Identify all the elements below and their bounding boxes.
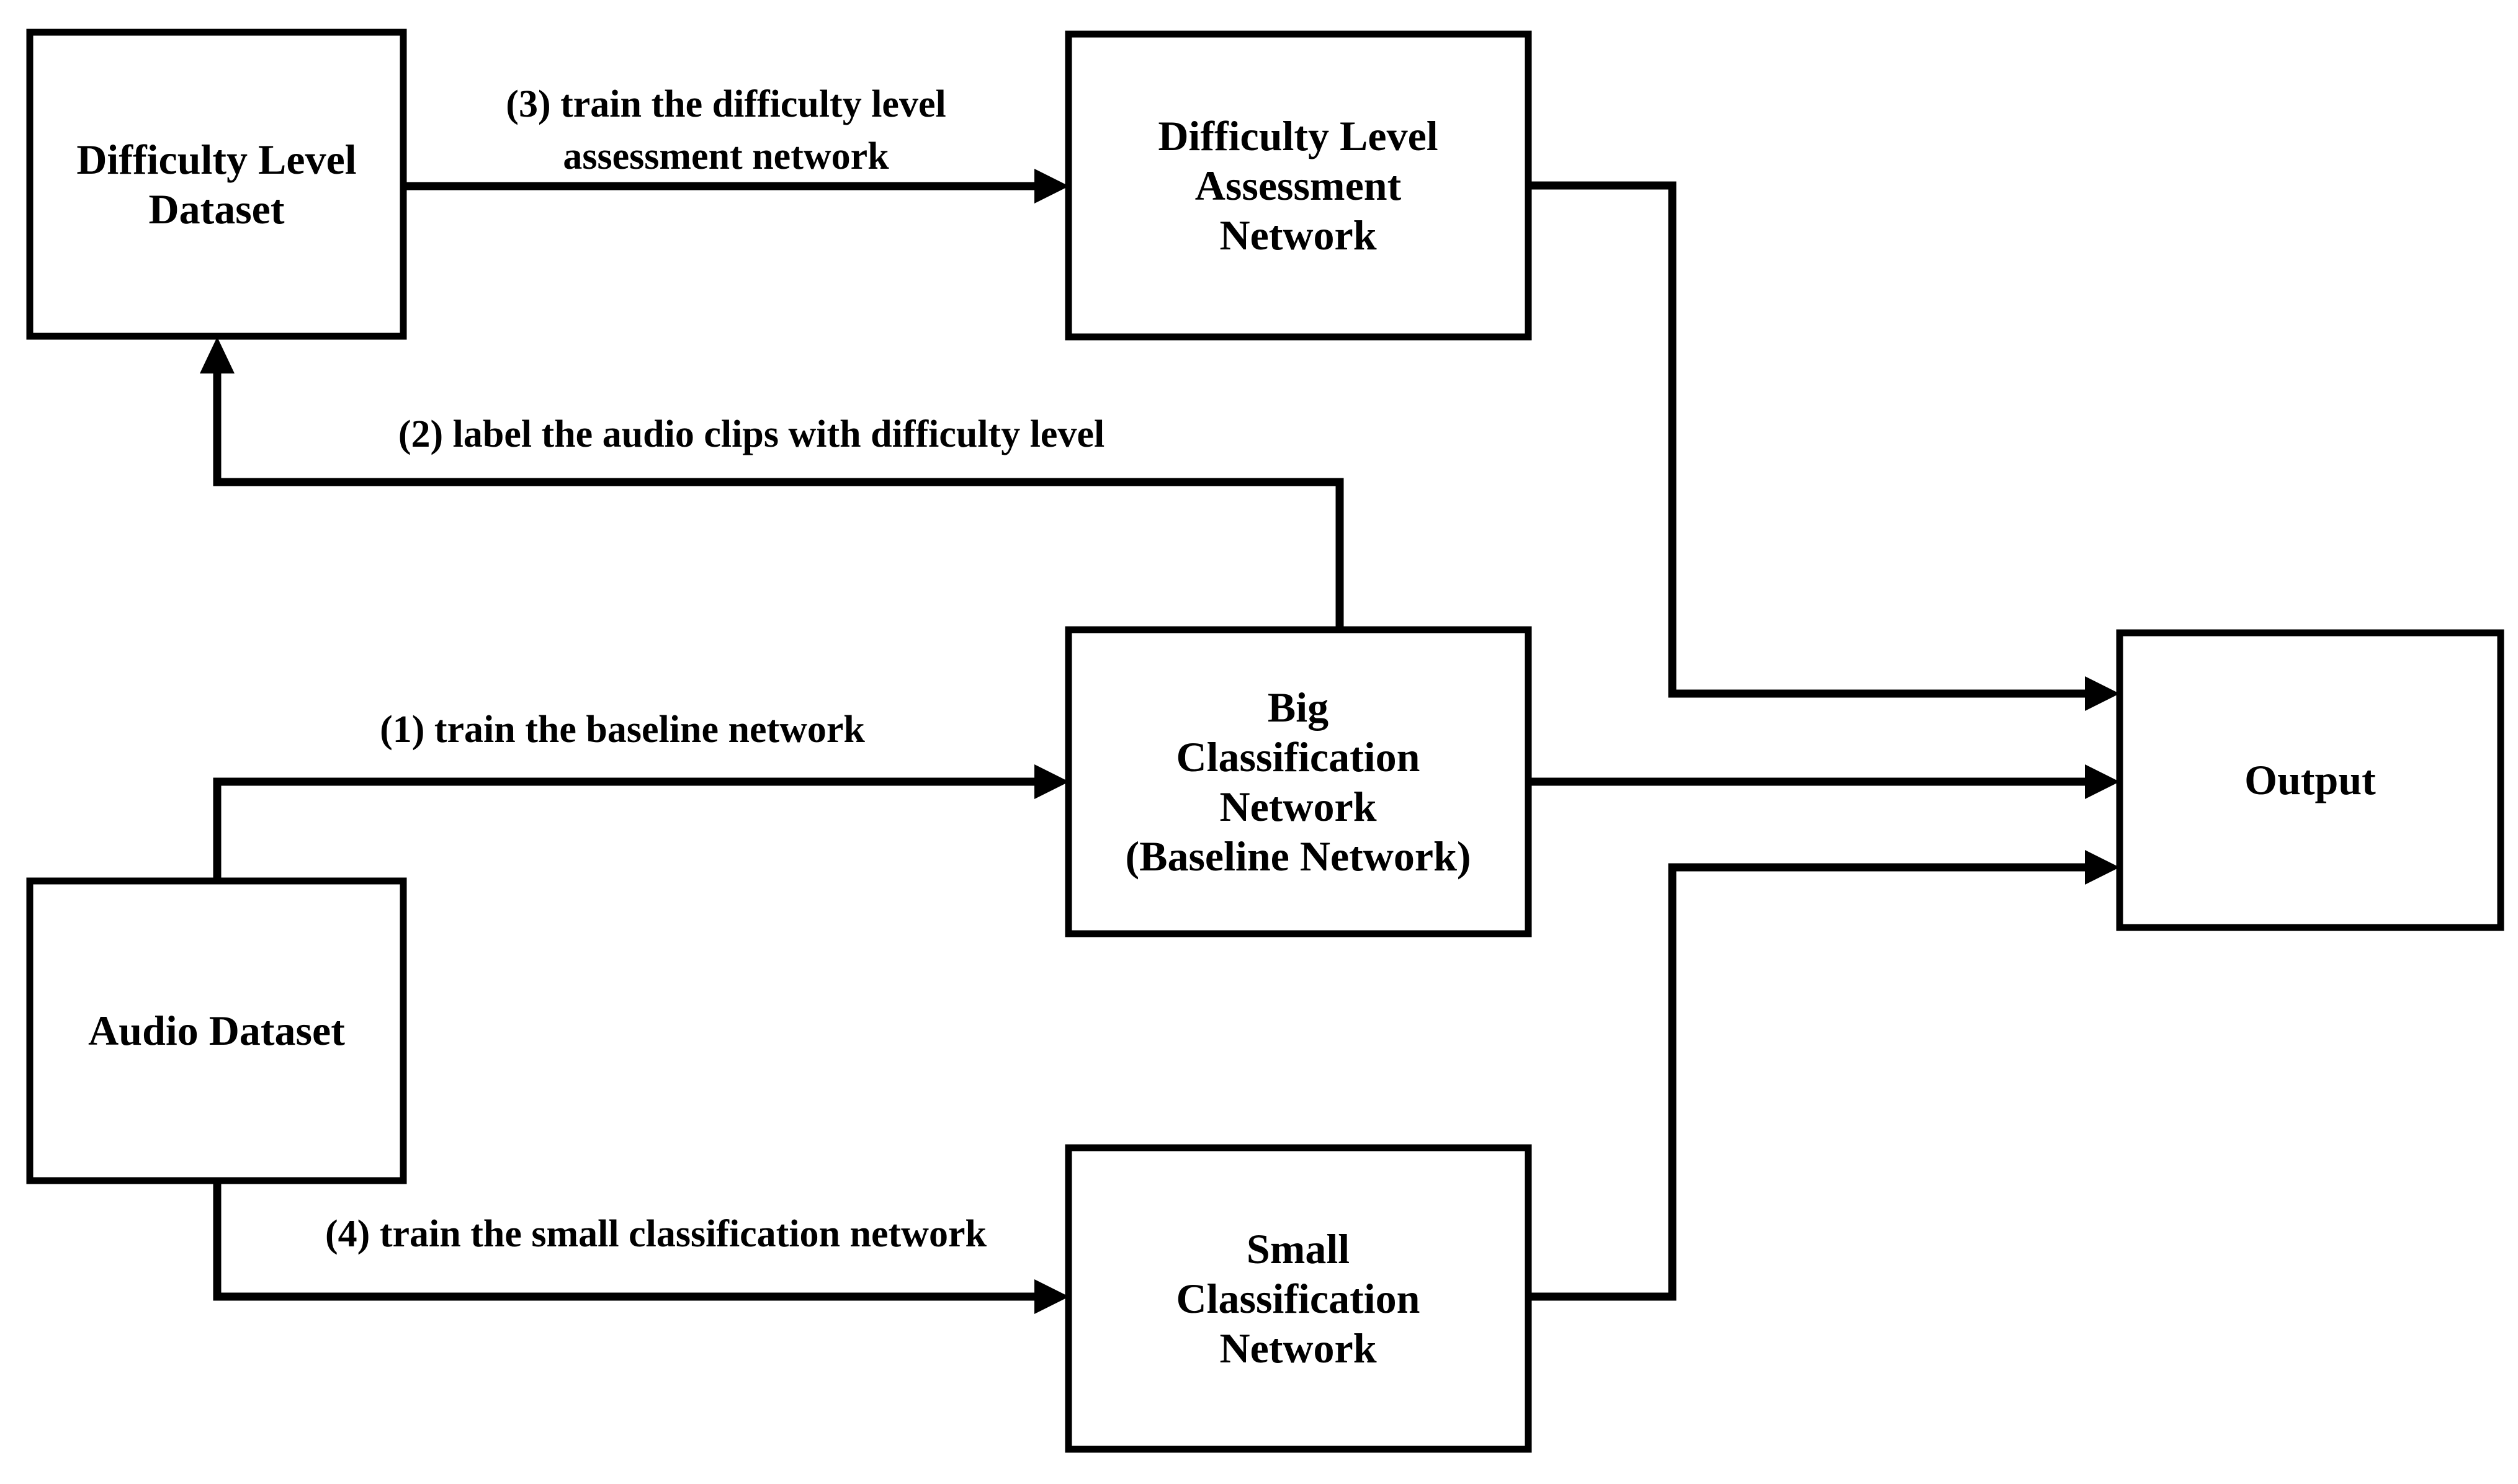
node-difficulty-level-assessment-network: Difficulty Level Assessment Network: [1065, 30, 1532, 341]
node-box: [26, 877, 407, 1184]
edge-line: [213, 372, 1344, 630]
node-label-line: Classification: [1176, 733, 1420, 780]
edge-train-small: (4) train the small classification netwo…: [213, 1179, 1069, 1314]
node-label-line: Classification: [1176, 1275, 1420, 1322]
node-audio-dataset: Audio Dataset: [26, 877, 407, 1184]
edge-label-train-small: (4) train the small classification netwo…: [325, 1213, 987, 1255]
edge-train-assessment-network: (3) train the difficulty level assessmen…: [403, 83, 1069, 203]
edge-line: [213, 777, 1034, 881]
node-label-line: Network: [1219, 783, 1376, 830]
node-label-line: (Baseline Network): [1125, 833, 1471, 880]
node-label-line: Output: [2244, 756, 2376, 803]
node-small-classification-network: Small Classification Network: [1065, 1144, 1532, 1453]
arrowhead-right-icon: [2085, 764, 2120, 799]
node-box: [2116, 629, 2504, 931]
node-label-line: Assessment: [1195, 162, 1402, 209]
node-label-line: Network: [1219, 1325, 1376, 1372]
arrowhead-right-icon: [1034, 1279, 1069, 1314]
arrowhead-up-icon: [200, 337, 235, 373]
edge-line: [213, 1179, 1034, 1301]
edge-line: [1528, 863, 2085, 1301]
arrowhead-right-icon: [2085, 676, 2120, 711]
arrowhead-right-icon: [1034, 764, 1069, 799]
edge-label-audio-clips: (2) label the audio clips with difficult…: [200, 337, 1344, 630]
edge-label-label-audio-clips: (2) label the audio clips with difficult…: [398, 413, 1104, 455]
edge-small-to-output: [1528, 850, 2120, 1301]
node-label-line: Difficulty Level: [76, 136, 356, 183]
node-big-classification-network: Big Classification Network (Baseline Net…: [1065, 626, 1532, 937]
node-box: [1065, 626, 1532, 937]
edge-label-train-assessment-line1: (3) train the difficulty level: [506, 83, 946, 125]
edge-line: [1528, 181, 2085, 698]
node-label-line: Small: [1247, 1225, 1350, 1272]
node-label-line: Network: [1219, 212, 1376, 259]
node-label-line: Difficulty Level: [1158, 112, 1438, 159]
node-box: [26, 29, 407, 340]
node-output: Output: [2116, 629, 2504, 931]
arrowhead-right-icon: [1034, 169, 1069, 203]
edge-label-train-assessment-line2: assessment network: [563, 135, 889, 177]
node-box: [1065, 1144, 1532, 1453]
node-box: [1065, 30, 1532, 341]
node-label-line: Audio Dataset: [88, 1007, 345, 1054]
edge-assessment-to-output: [1528, 181, 2120, 711]
node-difficulty-level-dataset: Difficulty Level Dataset: [26, 29, 407, 340]
edge-label-train-baseline: (1) train the baseline network: [380, 708, 865, 751]
edge-big-to-output: [1528, 764, 2120, 799]
node-label-line: Big: [1268, 684, 1328, 731]
node-label-line: Dataset: [148, 186, 284, 233]
edge-train-baseline: (1) train the baseline network: [213, 708, 1069, 881]
arrowhead-right-icon: [2085, 850, 2120, 885]
